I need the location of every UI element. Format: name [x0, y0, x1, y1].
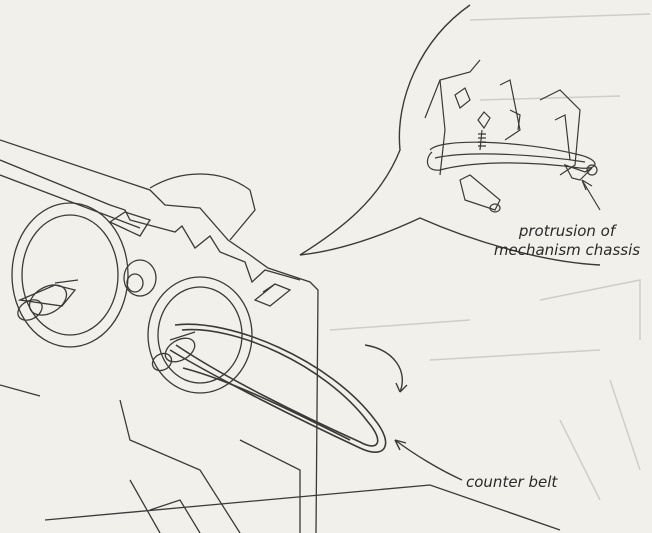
counter-belt	[169, 323, 387, 453]
chassis-panel	[0, 139, 561, 533]
right-reel	[147, 276, 253, 394]
callout-bubble	[299, 4, 601, 266]
faint-background	[329, 13, 651, 501]
left-reel	[11, 202, 129, 348]
protrusion-label: protrusion of mechanism chassis	[482, 222, 652, 260]
center-spindle	[123, 259, 157, 297]
protrusion-label-line2: mechanism chassis	[493, 241, 641, 259]
inset-mechanism	[424, 59, 601, 213]
rotation-arrow	[364, 344, 408, 393]
counter-belt-label: counter belt	[466, 473, 558, 491]
protrusion-label-line1: protrusion of	[518, 222, 616, 240]
counter-belt-leader	[394, 439, 463, 481]
